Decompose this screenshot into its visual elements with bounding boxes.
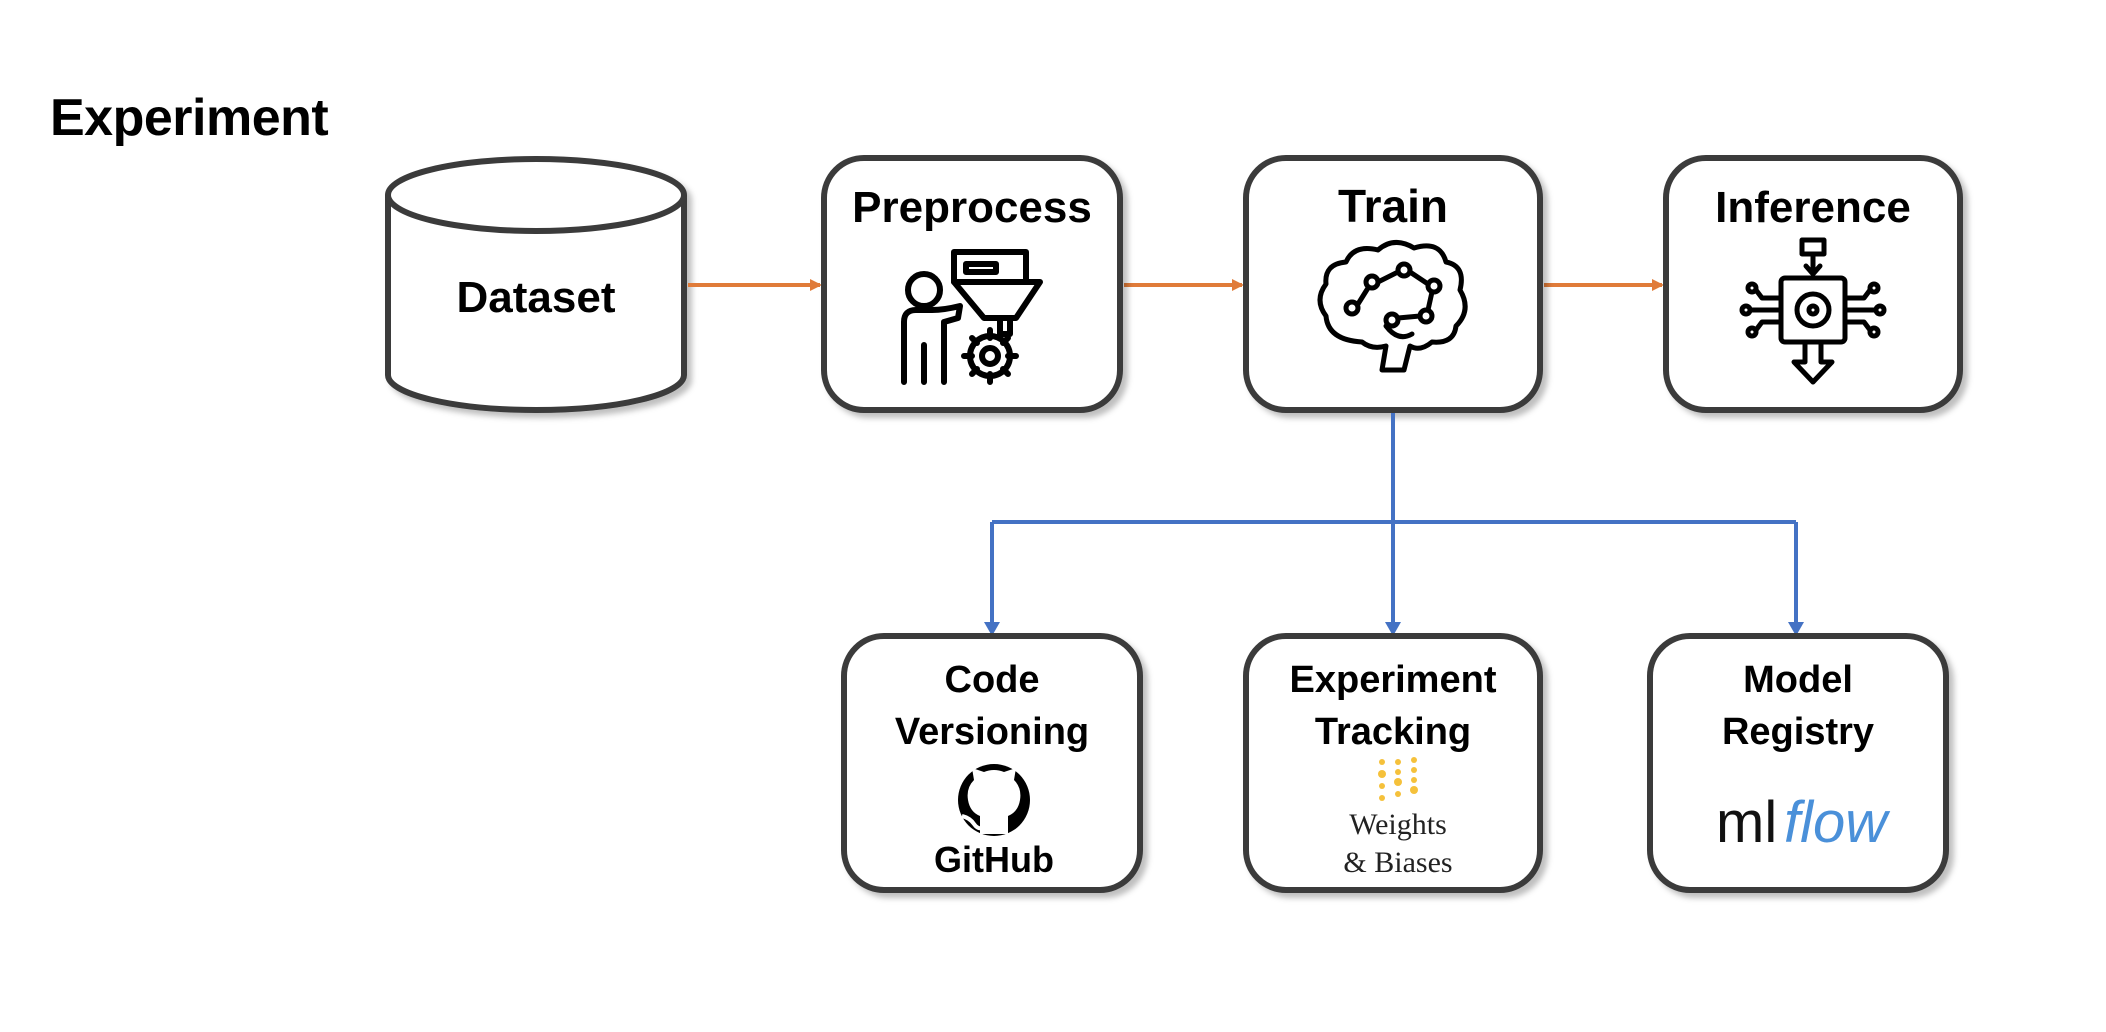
code-versioning-node bbox=[841, 633, 1143, 893]
inference-label: Inference bbox=[1715, 183, 1911, 232]
github-logo-text: GitHub bbox=[934, 839, 1054, 880]
train-label: Train bbox=[1338, 180, 1448, 232]
model-registry-label-line2: Registry bbox=[1722, 711, 1874, 753]
dataset-label: Dataset bbox=[457, 273, 616, 322]
dataset-node bbox=[385, 156, 687, 413]
branch-connectors bbox=[990, 413, 1798, 628]
experiment-tracking-label-line1: Experiment bbox=[1290, 659, 1497, 701]
experiment-tracking-node bbox=[1243, 633, 1543, 893]
person-filter-gear-icon bbox=[901, 249, 1043, 385]
wandb-dots-icon bbox=[1378, 757, 1418, 801]
inference-node bbox=[1663, 155, 1963, 413]
arrowhead-experiment-tracking bbox=[1385, 622, 1401, 636]
arrowhead-code-versioning bbox=[984, 622, 1000, 636]
mlflow-logo-ml: ml bbox=[1716, 790, 1777, 855]
model-registry-node bbox=[1647, 633, 1949, 893]
arrowhead-model-registry bbox=[1788, 622, 1804, 636]
page-title: Experiment bbox=[50, 89, 329, 147]
github-octocat-icon bbox=[958, 764, 1030, 836]
ai-chip-icon bbox=[1739, 237, 1887, 385]
preprocess-label: Preprocess bbox=[852, 183, 1092, 232]
wandb-logo-line1: Weights bbox=[1349, 808, 1447, 841]
code-versioning-label-line1: Code bbox=[945, 659, 1040, 701]
model-registry-label-line1: Model bbox=[1743, 659, 1853, 701]
code-versioning-label-line2: Versioning bbox=[895, 711, 1089, 753]
train-node bbox=[1243, 155, 1543, 413]
mlflow-logo: ml flow bbox=[1716, 790, 1890, 855]
mlflow-logo-flow: flow bbox=[1784, 790, 1890, 855]
brain-circuit-icon bbox=[1317, 240, 1468, 373]
experiment-tracking-label-line2: Tracking bbox=[1315, 711, 1471, 753]
wandb-logo-line2: & Biases bbox=[1343, 846, 1452, 879]
